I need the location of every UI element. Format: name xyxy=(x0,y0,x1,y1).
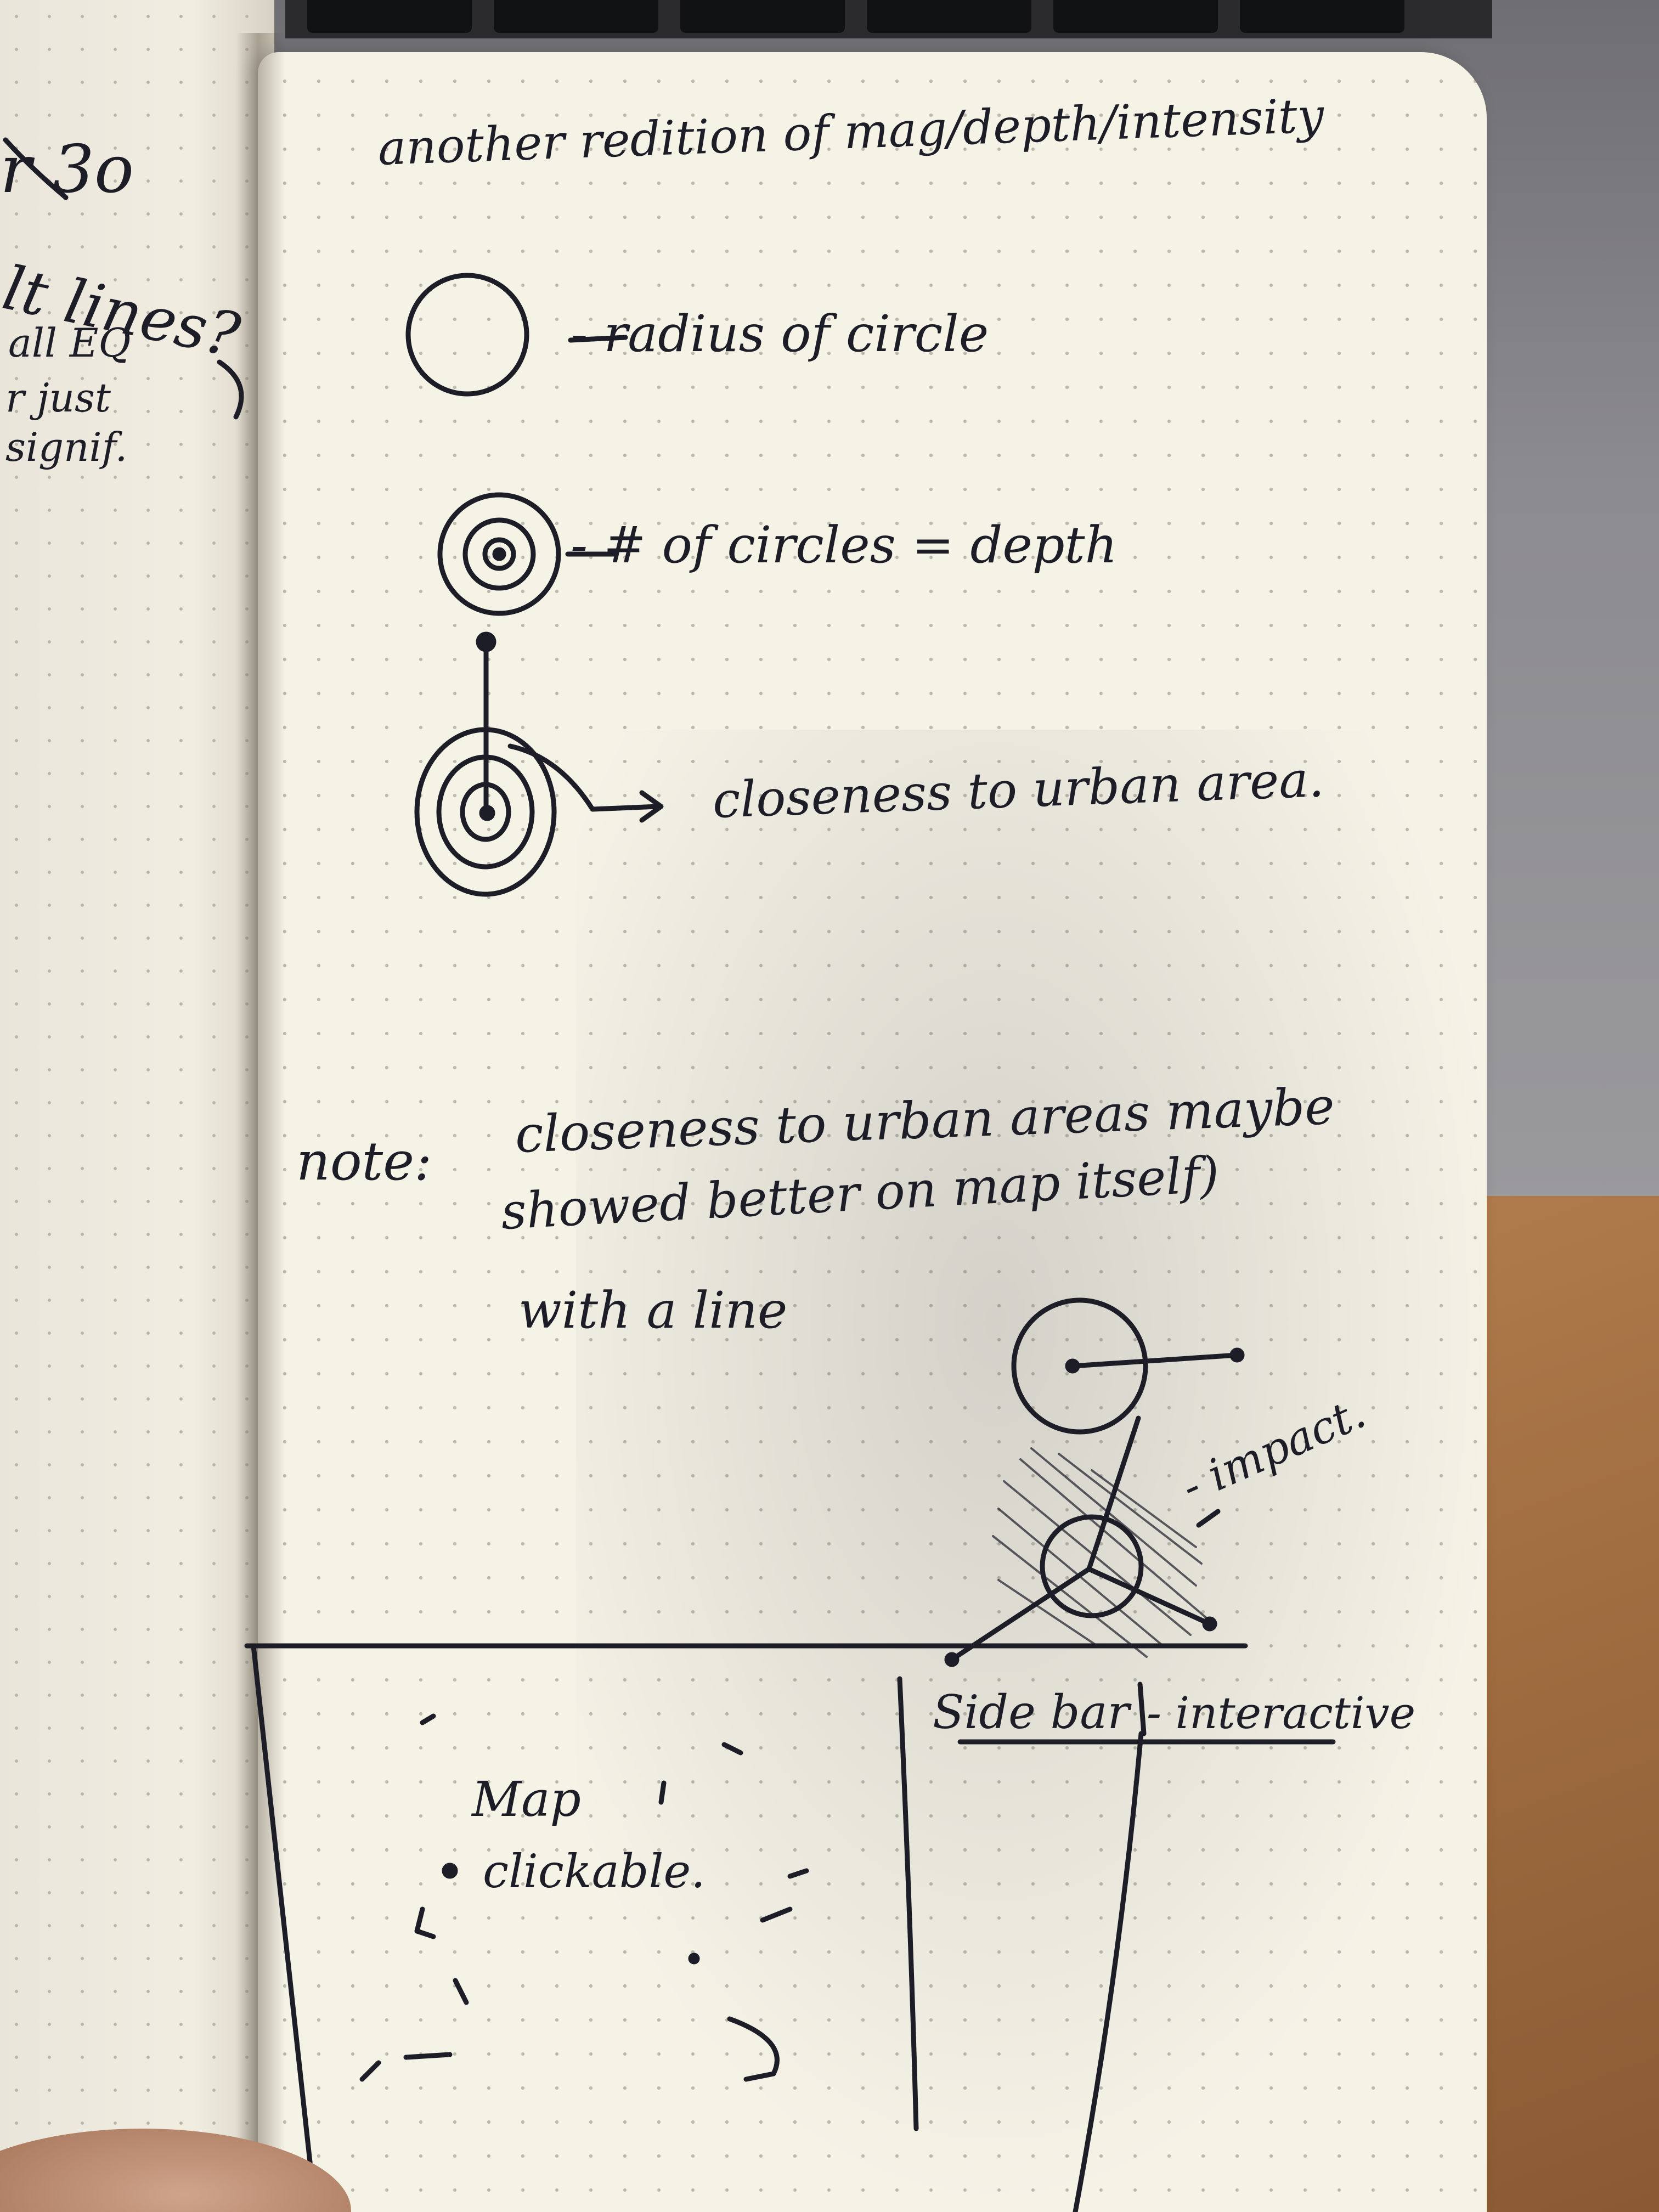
magnitude-circle-icon xyxy=(1011,1297,1148,1435)
map-label: Map xyxy=(471,1771,581,1827)
urban-point-dot-icon xyxy=(476,631,496,652)
key xyxy=(680,0,845,33)
depth-outer-circle-icon xyxy=(437,492,561,616)
key xyxy=(1053,0,1218,33)
notebook-right-page xyxy=(258,52,1487,2212)
left-note-4: r just xyxy=(5,375,111,421)
depth-inner-circle-icon xyxy=(482,537,516,571)
map-scribble xyxy=(787,1868,809,1879)
depth-label: - # of circles = depth xyxy=(571,516,1118,574)
map-scribble xyxy=(727,2016,780,2082)
map-point-dot-icon xyxy=(688,1953,700,1965)
key xyxy=(867,0,1031,33)
depth-center-dot-icon xyxy=(492,547,506,561)
key xyxy=(307,0,472,33)
map-scribble xyxy=(414,1906,436,1939)
note-line-3: with a line xyxy=(518,1281,787,1340)
wireframe-left-edge xyxy=(251,1643,318,2212)
key xyxy=(494,0,658,33)
sidebar-tab-edge xyxy=(1137,1681,1147,1736)
page-title: another redition of mag/depth/intensity xyxy=(377,88,1325,176)
radius-label: - radius of circle xyxy=(571,304,989,363)
key xyxy=(1240,0,1404,33)
wooden-table xyxy=(1454,1196,1659,2212)
sidebar-label: Side bar xyxy=(933,1685,1132,1739)
map-scribble xyxy=(658,1780,667,1805)
map-scribble xyxy=(721,1742,743,1756)
clickable-label: clickable. xyxy=(483,1844,706,1898)
left-note-3: all EQ xyxy=(8,320,131,366)
left-page-bracket xyxy=(217,359,244,420)
distance-line xyxy=(1070,1352,1240,1369)
wireframe-divider xyxy=(897,1676,919,2131)
map-scribble xyxy=(359,2060,381,2082)
dash xyxy=(568,335,628,343)
map-point-dot-icon xyxy=(442,1863,458,1879)
closeness-center-dot-icon xyxy=(479,805,495,821)
center-dot-icon xyxy=(1065,1358,1080,1374)
city-dot-icon xyxy=(1229,1347,1245,1363)
keyboard-edge xyxy=(285,0,1492,38)
impact-symbol-icon xyxy=(944,1415,1217,1667)
depth-middle-circle-icon xyxy=(462,517,536,591)
map-scribble xyxy=(403,2052,453,2060)
left-note-1: r 3o xyxy=(0,132,134,208)
arrow-head-icon xyxy=(639,790,664,823)
closeness-arrow xyxy=(507,743,661,812)
note-prefix: note: xyxy=(296,1131,432,1192)
phone-shadow xyxy=(576,730,1509,2211)
interactive-label: - interactive xyxy=(1147,1688,1415,1739)
closeness-label: closeness to urban area. xyxy=(712,751,1325,830)
map-scribble xyxy=(760,1906,793,1923)
map-scribble xyxy=(420,1713,436,1725)
left-page-bracket xyxy=(3,137,69,200)
wireframe-right-edge xyxy=(1073,1731,1144,2212)
impact-label: - impact. xyxy=(1174,1387,1373,1513)
dash xyxy=(1196,1509,1221,1528)
impact-circle-icon xyxy=(1040,1514,1144,1618)
radius-circle-icon xyxy=(405,273,529,397)
left-note-5: signif. xyxy=(5,424,127,470)
map-scribble xyxy=(453,1978,469,2005)
